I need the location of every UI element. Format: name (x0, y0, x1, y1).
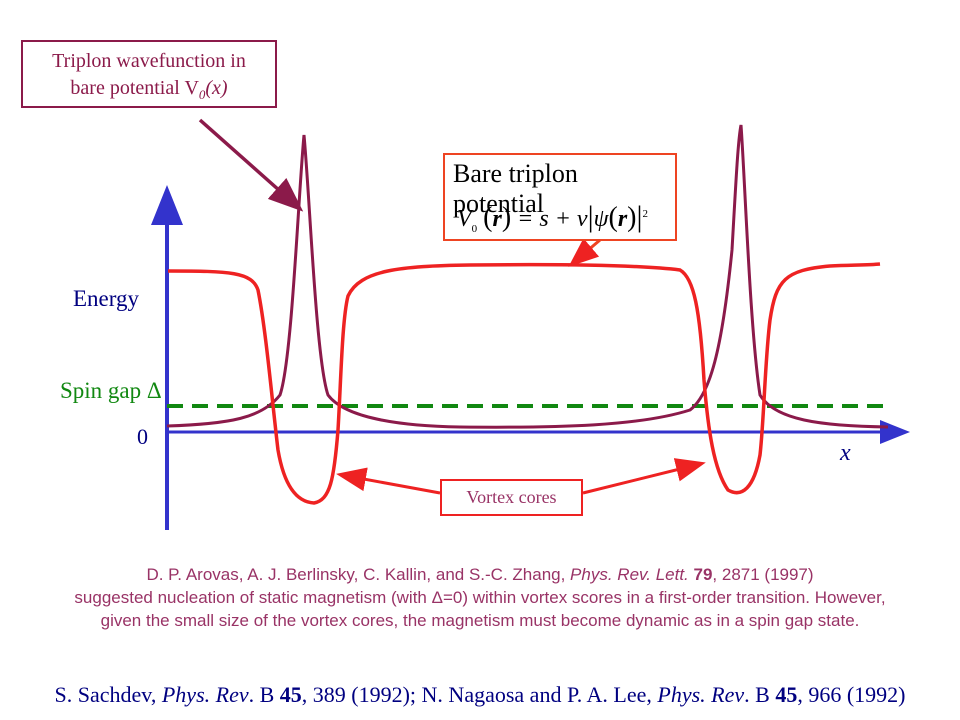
arovas-reference-line2: suggested nucleation of static magnetism… (74, 588, 886, 607)
bottom-reference: S. Sachdev, Phys. Rev. B 45, 389 (1992);… (54, 682, 906, 707)
wavefunction-callout-line2: bare potential V0(x) (70, 77, 228, 102)
wavefunction-callout-line1: Triplon wavefunction in (52, 50, 246, 72)
x-axis-label: x (840, 440, 851, 466)
arovas-reference-line1: D. P. Arovas, A. J. Berlinsky, C. Kallin… (146, 565, 814, 584)
zero-label: 0 (137, 424, 148, 449)
wavefunction-callout: Triplon wavefunction in bare potential V… (21, 40, 277, 108)
potential-callout-arrow (568, 238, 601, 267)
spin-gap-label: Spin gap Δ (60, 378, 162, 403)
potential-curve (167, 262, 881, 505)
potential-callout: Bare triplon potential V0 (r) = s + v|ψ(… (443, 153, 677, 241)
vortex-arrow-left (336, 467, 441, 495)
vortex-arrow-right (582, 458, 706, 495)
potential-callout-title: Bare triplon potential (453, 159, 578, 218)
vortex-callout: Vortex cores (440, 479, 583, 516)
wavefunction-callout-arrow (198, 118, 304, 212)
potential-formula: V0 (r) = s + v|ψ(r)|2 (457, 200, 648, 235)
energy-label: Energy (73, 286, 140, 311)
wavefunction-curve (166, 124, 889, 429)
arovas-reference-line3: given the small size of the vortex cores… (100, 611, 860, 630)
